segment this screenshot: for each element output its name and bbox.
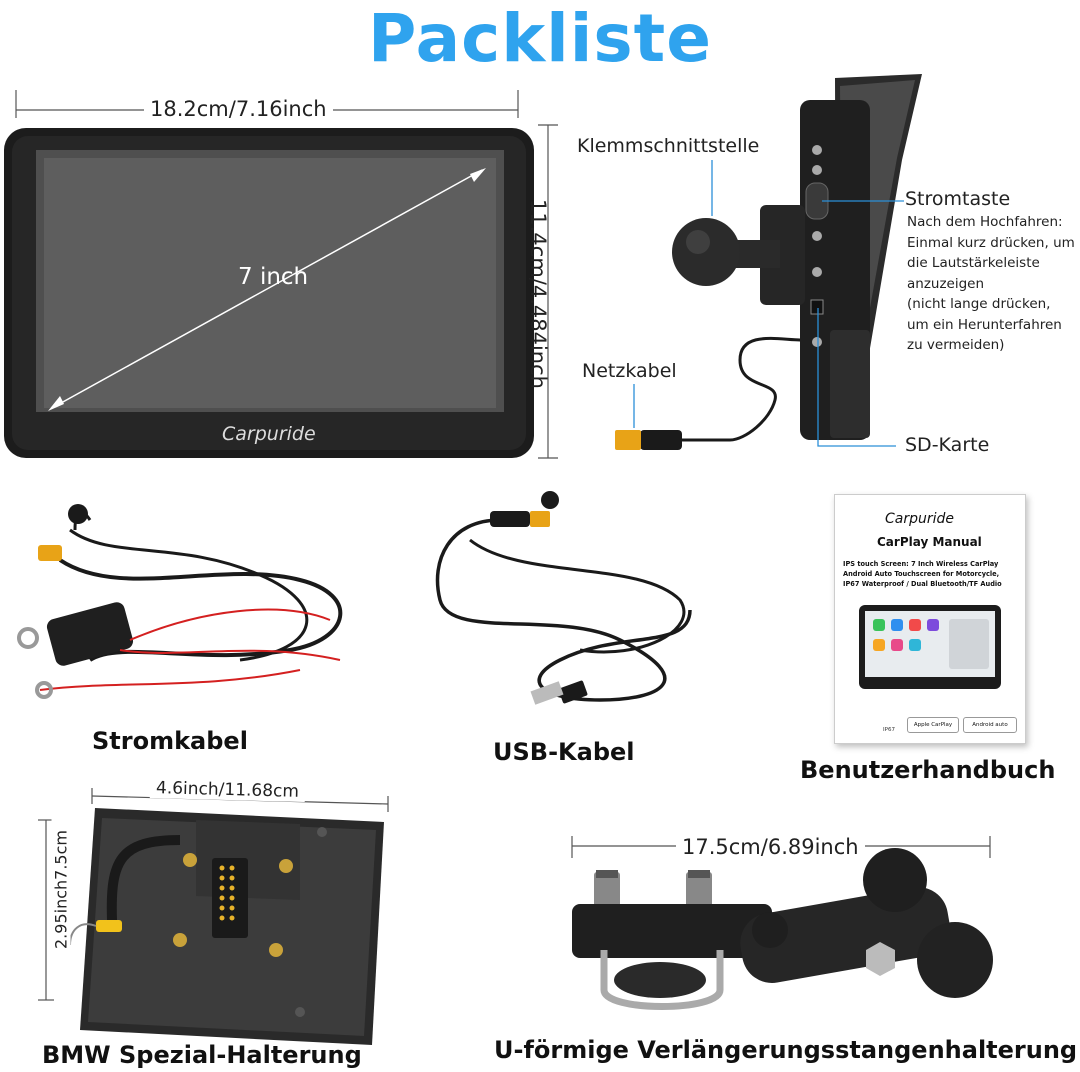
callout-sd-card: SD-Karte [905, 434, 990, 456]
manual-desc-line: IP67 Waterproof / Dual Bluetooth/TF Audi… [843, 580, 1002, 588]
label-usb-cable: USB-Kabel [493, 738, 635, 766]
power-note-line: (nicht lange drücken, [907, 296, 1051, 312]
page-title: Packliste [368, 0, 712, 77]
manual-desc: IPS touch Screen: 7 Inch Wireless CarPla… [843, 559, 1019, 589]
power-note-line: die Lautstärkeleiste [907, 255, 1040, 271]
manual-desc-line: IPS touch Screen: 7 Inch Wireless CarPla… [843, 560, 999, 568]
callout-clamp: Klemmschnittstelle [577, 135, 760, 157]
power-note: Nach dem Hochfahren: Einmal kurz drücken… [907, 212, 1075, 356]
manual-badge: Android auto [963, 717, 1017, 733]
power-note-line: Einmal kurz drücken, um [907, 234, 1075, 251]
power-note-line: zu vermeiden) [907, 337, 1005, 353]
label-power-cable: Stromkabel [92, 727, 248, 755]
manual-title: CarPlay Manual [877, 535, 982, 549]
label-manual: Benutzerhandbuch [800, 756, 1056, 784]
screen-width-dimension: 18.2cm/7.16inch [144, 97, 333, 121]
label-u-mount: U-förmige Verlängerungsstangenhalterung [494, 1036, 1078, 1064]
callout-net-cable: Netzkabel [582, 360, 677, 382]
callout-power-button: Stromtaste [905, 188, 1011, 210]
manual-badge: IP67 [883, 727, 895, 733]
label-bmw-mount: BMW Spezial-Halterung [42, 1041, 362, 1069]
power-note-line: Nach dem Hochfahren: [907, 214, 1063, 230]
power-note-line: anzuzeigen [907, 275, 985, 292]
manual-brand: Carpuride [885, 511, 955, 527]
bar-width-dimension: 17.5cm/6.89inch [676, 835, 865, 859]
device-brand-logo: Carpuride [222, 423, 316, 445]
manual-desc-line: Android Auto Touchscreen for Motorcycle, [843, 570, 1000, 578]
power-note-line: um ein Herunterfahren [907, 316, 1062, 333]
screen-diagonal-label: 7 inch [238, 264, 309, 290]
manual-device-image [859, 605, 1001, 689]
manual-badge: Apple CarPlay [907, 717, 959, 733]
manual-booklet: Carpuride CarPlay Manual IPS touch Scree… [834, 494, 1026, 744]
